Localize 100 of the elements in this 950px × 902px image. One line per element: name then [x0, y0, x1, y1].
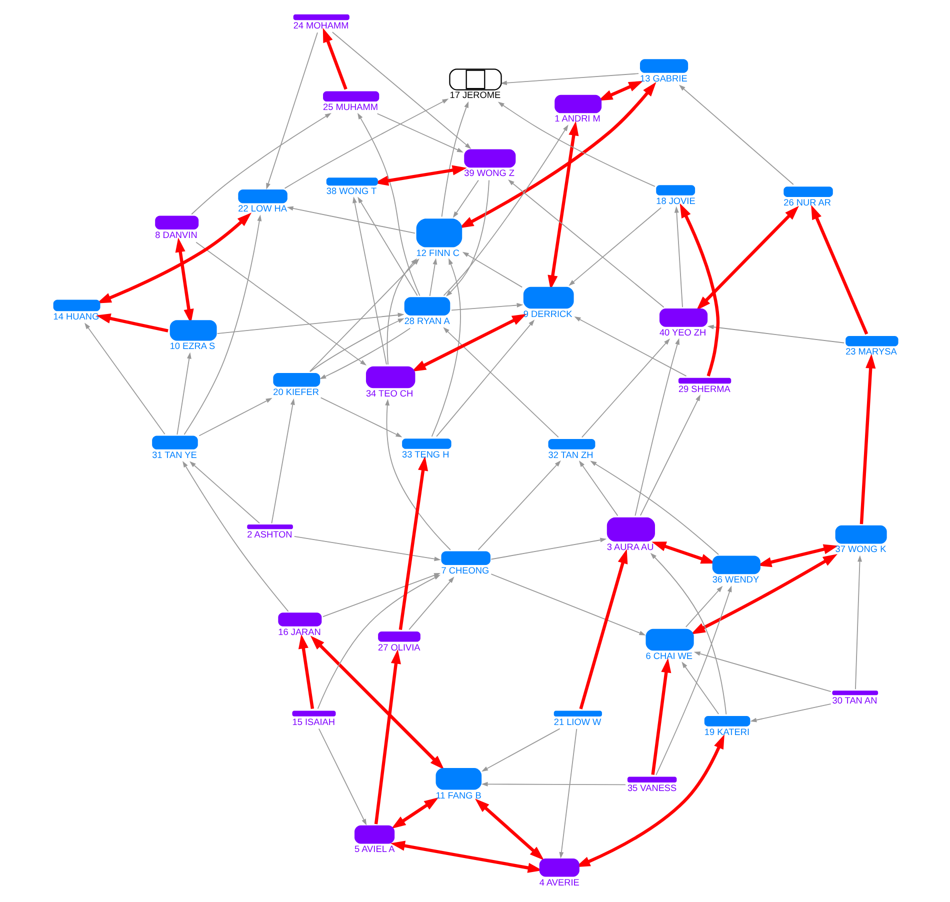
arrow — [266, 32, 318, 190]
arrow — [655, 586, 732, 776]
arrow — [318, 728, 366, 826]
node-label: 32 TAN ZH — [548, 450, 593, 460]
arrow — [574, 316, 686, 376]
arrow — [650, 658, 671, 775]
arrow — [270, 398, 294, 524]
node-box — [845, 336, 898, 346]
arrow — [320, 397, 402, 438]
node-box — [553, 710, 602, 716]
node-label: 20 KIEFER — [272, 387, 318, 398]
arrow — [216, 312, 404, 334]
arrow — [430, 258, 460, 437]
node-box — [152, 436, 198, 450]
node-label: 1 ANDRI M — [554, 114, 600, 124]
arrow — [182, 461, 288, 612]
node-label: 34 TEO CH — [365, 388, 413, 399]
node-label: 13 GABRIE — [639, 73, 687, 84]
node-box — [606, 517, 654, 542]
arrow — [490, 538, 606, 560]
arrow — [450, 303, 523, 311]
node-label: 38 WONG T — [326, 186, 376, 196]
node-box — [326, 178, 378, 186]
node-label: 19 KATERI — [704, 726, 750, 737]
node-label: 24 MOHAMM — [292, 20, 348, 31]
arrow — [357, 196, 418, 296]
node-box — [292, 14, 349, 20]
arrow — [390, 840, 542, 873]
arrow — [96, 314, 168, 332]
node-box — [365, 366, 415, 388]
arrow — [684, 586, 722, 628]
node-box — [704, 716, 750, 726]
arrow — [490, 574, 646, 636]
arrow — [578, 549, 628, 710]
arrow — [440, 101, 468, 218]
arrow — [446, 180, 489, 297]
node-box — [378, 631, 420, 642]
arrow — [386, 258, 417, 365]
arrow — [474, 798, 544, 860]
arrow — [84, 322, 165, 435]
arrow — [195, 242, 366, 366]
arrow — [436, 320, 534, 437]
arrow — [322, 28, 347, 90]
node-label: 12 FINN C — [416, 248, 460, 258]
node-label: 2 ASHTON — [246, 530, 292, 540]
arrow — [681, 662, 719, 714]
node-box — [402, 438, 451, 449]
arrow — [859, 354, 876, 524]
node-box — [639, 59, 688, 73]
node-label: 6 CHAI WE — [645, 651, 692, 662]
node-label: 27 OLIVIA — [378, 642, 420, 652]
arrow — [408, 576, 454, 630]
arrow — [189, 461, 260, 524]
node-box — [169, 320, 216, 341]
arrow — [390, 797, 438, 829]
arrow — [331, 32, 471, 149]
arrow — [310, 636, 444, 770]
node-box — [322, 91, 379, 102]
arrow — [674, 206, 682, 308]
arrow — [176, 352, 191, 435]
node-label: 11 FANG B — [435, 790, 481, 800]
node-box — [404, 297, 450, 316]
arrow — [462, 252, 522, 288]
node-box — [678, 378, 731, 384]
node-label: 37 WONG K — [834, 544, 886, 554]
node-box — [154, 216, 198, 230]
node-box — [464, 149, 516, 168]
arrow — [634, 338, 679, 516]
node-box — [272, 373, 320, 387]
node-box — [832, 690, 878, 696]
arrow — [558, 728, 577, 858]
node-label: 15 ISAIAH — [292, 716, 334, 727]
arrow — [319, 328, 410, 380]
node-label: 31 TAN YE — [152, 450, 196, 460]
node-box — [656, 185, 695, 196]
node-box — [246, 524, 292, 530]
arrow — [854, 555, 862, 690]
node-box — [658, 308, 708, 327]
node-box — [522, 286, 574, 309]
node-label: 21 LIOW W — [553, 716, 601, 727]
node-label: 23 MARYSA — [845, 346, 896, 357]
arrow — [598, 80, 643, 101]
arrow — [376, 113, 463, 152]
arrow — [500, 73, 638, 86]
arrow — [480, 782, 626, 786]
node-label: 29 SHERMA — [678, 384, 730, 394]
arrow — [458, 82, 656, 228]
arrow — [693, 651, 831, 692]
node-label: 22 LOW HA — [238, 204, 287, 214]
node-box — [645, 628, 694, 651]
node-label: 36 WENDY — [712, 574, 759, 585]
node-label: 9 DERRICK — [522, 309, 572, 320]
arrow — [411, 314, 526, 372]
arrow — [640, 394, 700, 516]
node-box — [548, 439, 595, 450]
arrow — [678, 84, 794, 185]
node-box — [238, 190, 287, 204]
node-label: 18 JOVIE — [656, 196, 695, 206]
node-box — [783, 186, 832, 197]
node-label: 8 DANVIN — [154, 230, 197, 240]
